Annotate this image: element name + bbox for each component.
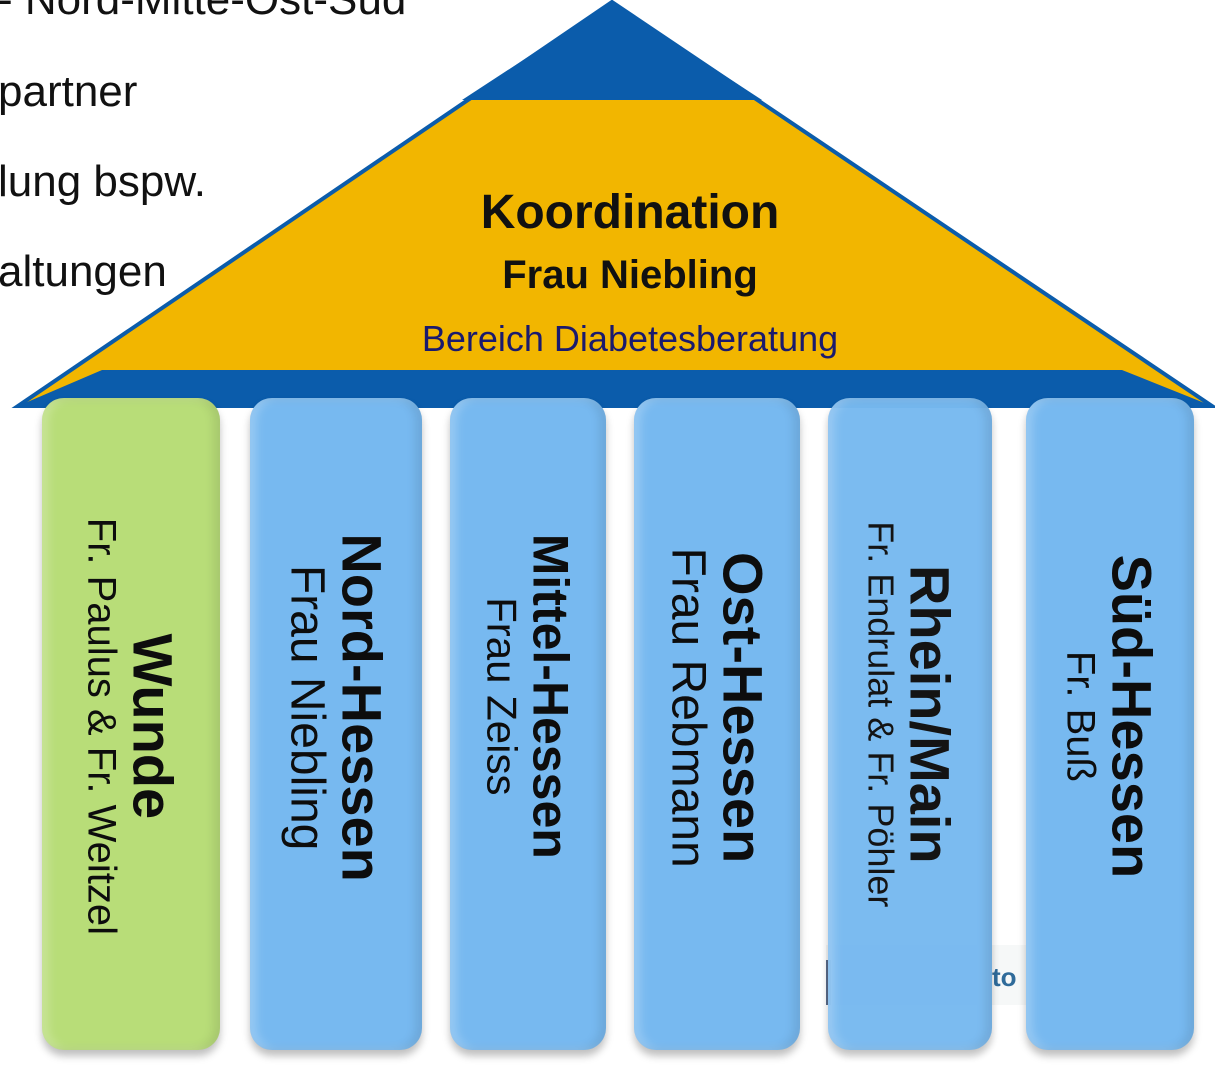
pillar-label: Süd-Hessen Fr. Buß [1058,416,1164,1016]
pillar-label: Wunde Fr. Paulus & Fr. Weitzel [79,426,185,1026]
background-logo-text: to [992,962,1017,992]
pillar-title: Nord-Hessen [330,533,394,882]
pillar-contact: Fr. Buß [1058,650,1103,782]
background-bullet-3: lung bspw. [0,157,206,206]
roof-subtitle: Bereich Diabetesberatung [421,318,839,359]
background-bullet-1: - Nord-Mitte-Ost-Süd [0,0,406,22]
pillar-title: Rhein/Main [898,564,962,864]
roof-cap [462,2,762,100]
pillar-mittel-hessen: Mittel-Hessen Frau Zeiss [450,398,606,1050]
roof-title: Koordination [480,186,780,239]
pillar-nord-hessen: Nord-Hessen Frau Niebling [250,398,422,1050]
pillar-rhein-main: Rhein/Main Fr. Endrulat & Fr. Pöhler [828,398,992,1050]
roof [8,0,1215,412]
pillar-label: Nord-Hessen Frau Niebling [280,408,394,1008]
pillar-contact: Frau Niebling [280,564,334,851]
pillar-ost-hessen: Ost-Hessen Frau Rebmann [634,398,800,1050]
background-bullet-4: altungen [0,247,167,296]
pillar-sued-hessen: Süd-Hessen Fr. Buß [1026,398,1194,1050]
pillar-contact: Frau Zeiss [478,597,526,796]
pillar-label: Mittel-Hessen Frau Zeiss [478,398,579,996]
background-bullet-2: partner [0,67,138,116]
pillar-label: Ost-Hessen Frau Rebmann [661,408,775,1008]
pillar-title: Wunde [121,633,185,820]
pillar-title: Mittel-Hessen [522,533,579,859]
pillar-contact: Fr. Endrulat & Fr. Pöhler [860,521,902,908]
pillar-contact: Frau Rebmann [661,547,715,868]
pillar-label: Rhein/Main Fr. Endrulat & Fr. Pöhler [860,414,962,1014]
pillar-title: Süd-Hessen [1100,554,1164,879]
roof-beam [18,370,1212,406]
pillar-contact: Fr. Paulus & Fr. Weitzel [79,517,124,935]
pillar-wunde: Wunde Fr. Paulus & Fr. Weitzel [42,398,220,1050]
pillar-title: Ost-Hessen [711,551,775,864]
roof-coordinator-name: Frau Niebling [502,253,758,297]
